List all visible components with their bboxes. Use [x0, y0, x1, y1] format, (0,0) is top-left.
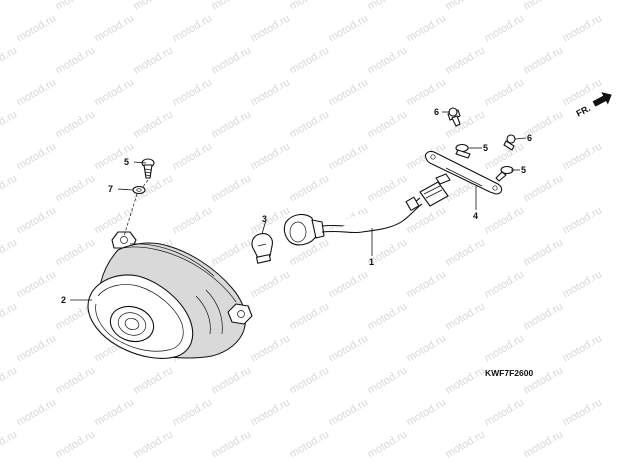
- bulb: [251, 233, 273, 264]
- callout-2: 2: [61, 295, 66, 305]
- socket-harness: [283, 173, 451, 246]
- washer-7: [132, 185, 146, 195]
- screw-6-top: [447, 107, 461, 127]
- screw-5-left: [141, 158, 155, 179]
- callout-7: 7: [108, 184, 113, 194]
- callout-labels: 1 2 3 4 5 5 5 6 6 7: [61, 107, 532, 305]
- stay-bracket: [424, 150, 503, 195]
- headlight-unit: [87, 231, 253, 359]
- callout-3: 3: [262, 214, 267, 224]
- diagram-code: KWF7F2600: [485, 368, 533, 378]
- callout-5-mid: 5: [483, 143, 488, 153]
- callout-1: 1: [369, 257, 374, 267]
- screw-5-mid: [455, 143, 471, 159]
- screw-5-right: [495, 165, 514, 182]
- callout-6-right: 6: [527, 133, 532, 143]
- callout-6-top: 6: [434, 107, 439, 117]
- callout-5-left: 5: [124, 157, 129, 167]
- callout-4: 4: [473, 211, 478, 221]
- callout-5-right: 5: [521, 165, 526, 175]
- leader-lines: [70, 111, 527, 301]
